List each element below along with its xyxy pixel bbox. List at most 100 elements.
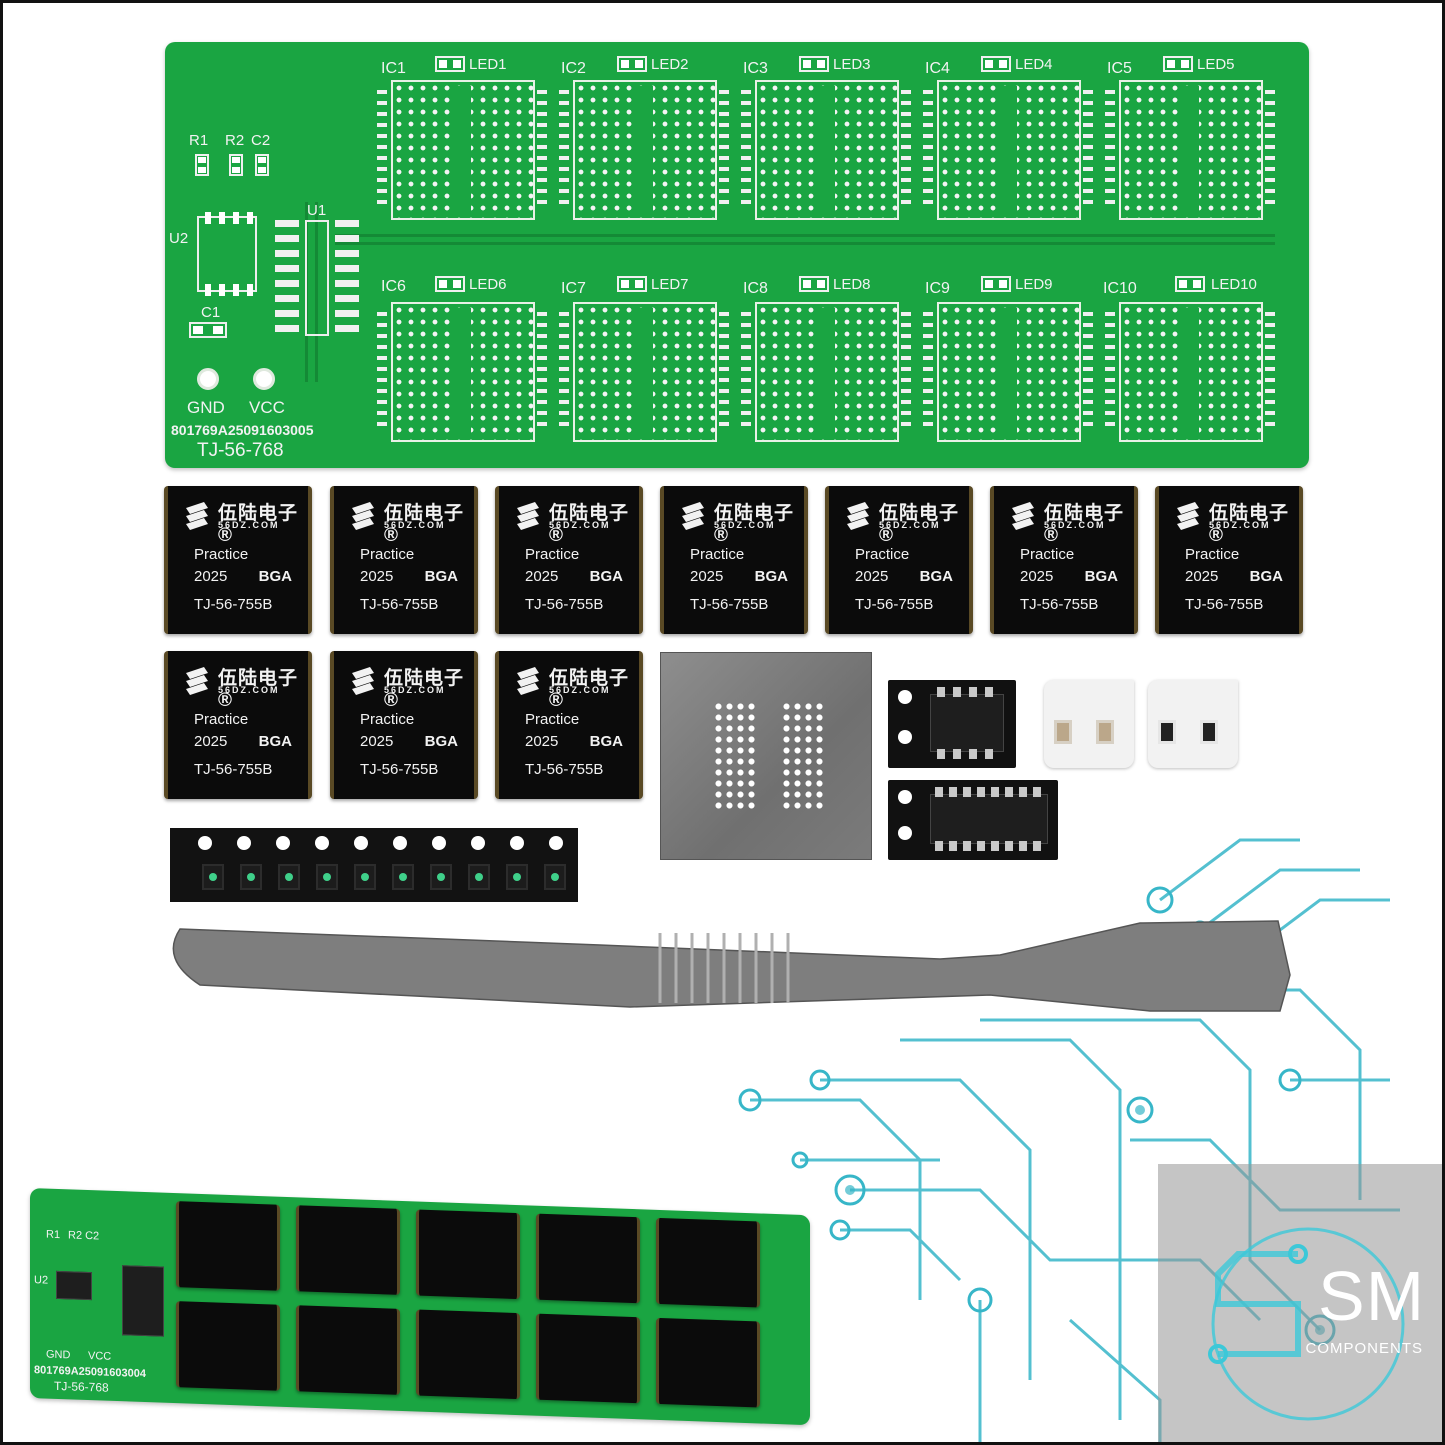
- led-label: LED10: [1211, 276, 1257, 293]
- smd-led: [430, 864, 452, 890]
- chip-year: 2025: [1020, 568, 1054, 585]
- led-pad: [981, 56, 1011, 72]
- chip-year: 2025: [525, 733, 559, 750]
- mounted-bga-chip: [176, 1201, 280, 1291]
- led-label: LED9: [1015, 276, 1053, 293]
- r2-label: R2: [225, 132, 245, 149]
- chip-type: BGA: [424, 733, 458, 750]
- smd-led: [354, 864, 376, 890]
- preview-model: TJ-56-768: [54, 1378, 109, 1395]
- capacitor-tape: [1044, 680, 1134, 768]
- chip-brand: 伍陆电子®: [218, 503, 299, 546]
- led-label: LED3: [833, 56, 871, 73]
- chip-type: BGA: [258, 733, 292, 750]
- preview-vcc-label: VCC: [88, 1350, 112, 1363]
- led-pad: [799, 276, 829, 292]
- brand-logo-icon: [352, 502, 374, 530]
- vcc-pad: [253, 368, 275, 390]
- chip-url: 56DZ.COM: [218, 520, 280, 530]
- chip-type: BGA: [589, 568, 623, 585]
- mounted-bga-chip: [656, 1217, 760, 1308]
- led-pad: [1163, 56, 1193, 72]
- stencil-holes: [781, 701, 825, 811]
- r1-pad: [195, 154, 209, 176]
- ic-footprint: [755, 80, 899, 220]
- chip-year: 2025: [690, 568, 724, 585]
- chip-model: TJ-56-755B: [1020, 596, 1099, 613]
- mounted-bga-chip: [536, 1313, 640, 1404]
- brand-logo-icon: [1177, 502, 1199, 530]
- preview-r1-label: R1: [46, 1228, 61, 1242]
- smd-led: [468, 864, 490, 890]
- led-pad: [617, 56, 647, 72]
- preview-u2-chip: [56, 1270, 92, 1301]
- led-label: LED2: [651, 56, 689, 73]
- gnd-label: GND: [187, 398, 225, 417]
- ic-label: IC2: [561, 60, 586, 77]
- chip-year: 2025: [525, 568, 559, 585]
- chip-url: 56DZ.COM: [1209, 520, 1271, 530]
- r1-label: R1: [189, 132, 209, 149]
- mounted-bga-chip: [296, 1205, 400, 1295]
- chip-brand: 伍陆电子®: [384, 503, 465, 546]
- smd-led: [240, 864, 262, 890]
- led-pad: [435, 276, 465, 292]
- ic-label: IC3: [743, 60, 768, 77]
- chip-brand: 伍陆电子®: [879, 503, 960, 546]
- ic-footprint: [573, 302, 717, 442]
- soic8-chip: [930, 687, 1004, 759]
- brand-logo-icon: [517, 667, 539, 695]
- chip-model: TJ-56-755B: [360, 596, 439, 613]
- chip-year: 2025: [855, 568, 889, 585]
- assembled-pcb-preview: R1 R2 C2 U2 GND VCC 801769A25091603004 T…: [30, 1188, 810, 1426]
- brand-logo-icon: [186, 502, 208, 530]
- c2-pad: [255, 154, 269, 176]
- brand-logo-icon: [517, 502, 539, 530]
- led-pad: [435, 56, 465, 72]
- ic-footprint: [755, 302, 899, 442]
- ic-label: IC7: [561, 280, 586, 297]
- ic-label: IC9: [925, 280, 950, 297]
- chip-type: BGA: [258, 568, 292, 585]
- chip-model: TJ-56-755B: [1185, 596, 1264, 613]
- board-model: TJ-56-768: [197, 440, 284, 461]
- chip-practice: Practice: [525, 546, 580, 563]
- chip-brand: 伍陆电子®: [714, 503, 795, 546]
- chip-url: 56DZ.COM: [1044, 520, 1106, 530]
- chip-practice: Practice: [194, 711, 249, 728]
- preview-serial: 801769A25091603004: [34, 1364, 146, 1381]
- resistor-tape: [1148, 680, 1238, 768]
- spatula-tool: [172, 920, 1291, 1012]
- serial-number: 801769A25091603005: [171, 422, 314, 438]
- chip-brand: 伍陆电子®: [1044, 503, 1125, 546]
- chip-type: BGA: [589, 733, 623, 750]
- chip-url: 56DZ.COM: [714, 520, 776, 530]
- ic-label: IC8: [743, 280, 768, 297]
- ic-footprint: [1119, 80, 1263, 220]
- u1-footprint: [275, 220, 359, 336]
- ic-label: IC4: [925, 60, 950, 77]
- mounted-bga-chip: [416, 1309, 520, 1400]
- preview-r2c2-label: R2 C2: [68, 1229, 100, 1243]
- led-strip: [170, 828, 578, 902]
- smd-led: [202, 864, 224, 890]
- r2-pad: [229, 154, 243, 176]
- chip-brand: 伍陆电子®: [218, 668, 299, 711]
- vcc-label: VCC: [249, 398, 285, 417]
- chip-url: 56DZ.COM: [879, 520, 941, 530]
- ic-label: IC1: [381, 60, 406, 77]
- chip-model: TJ-56-755B: [690, 596, 769, 613]
- chip-type: BGA: [754, 568, 788, 585]
- chip-model: TJ-56-755B: [360, 761, 439, 778]
- led-pad: [617, 276, 647, 292]
- ic-label: IC5: [1107, 60, 1132, 77]
- mounted-bga-chip: [296, 1305, 400, 1395]
- c1-label: C1: [201, 304, 221, 321]
- chip-url: 56DZ.COM: [549, 685, 611, 695]
- bga-stencil: [660, 652, 872, 860]
